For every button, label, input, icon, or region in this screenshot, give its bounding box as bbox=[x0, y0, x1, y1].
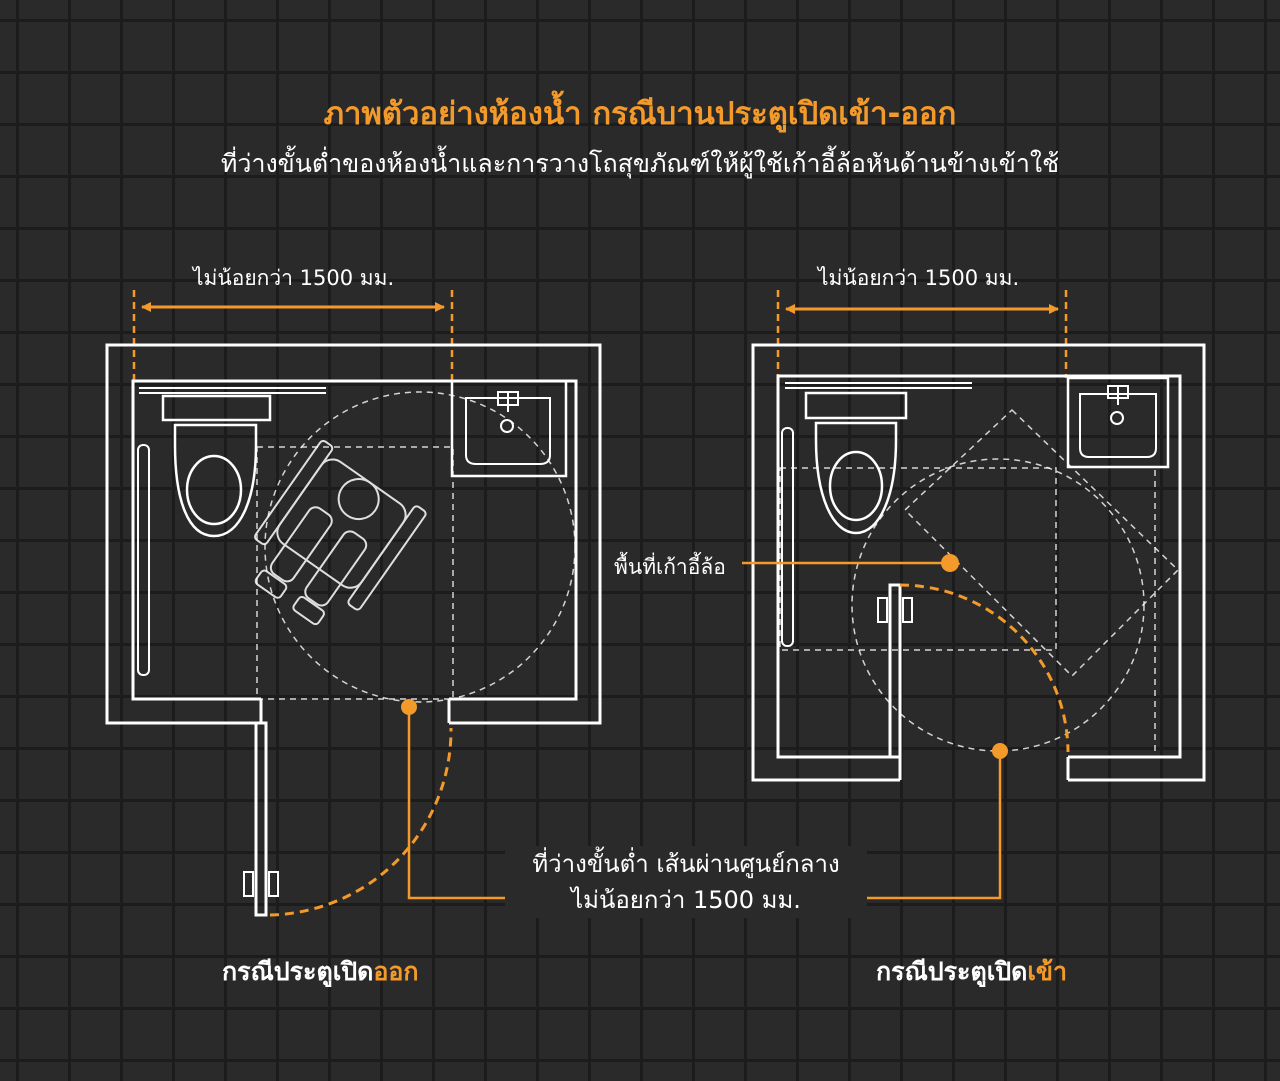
sink-cabinet bbox=[450, 379, 568, 478]
grab-bar-back bbox=[139, 387, 326, 394]
wheelchair-space bbox=[256, 446, 454, 700]
plan-door-in bbox=[742, 290, 1206, 900]
toilet-seat bbox=[814, 421, 898, 535]
caption-highlight: ออก bbox=[373, 957, 419, 986]
door-swing-arc bbox=[269, 727, 453, 917]
wall-outer bbox=[751, 343, 1206, 782]
door-leaf bbox=[254, 721, 268, 917]
turning-note-line1: ที่ว่างขั้นต่ำ เส้นผ่านศูนย์กลาง bbox=[532, 850, 840, 878]
toilet-tank bbox=[161, 394, 272, 422]
wall-outer bbox=[105, 343, 602, 725]
caption-door-in: กรณีประตูเปิดเข้า bbox=[876, 952, 1067, 992]
caption-door-out: กรณีประตูเปิดออก bbox=[222, 952, 419, 992]
turning-circle bbox=[851, 458, 1145, 752]
caption-highlight: เข้า bbox=[1027, 957, 1068, 986]
caption-prefix: กรณีประตูเปิด bbox=[222, 957, 374, 986]
wheelchair-area-label: พื้นที่เก้าอี้ล้อ bbox=[614, 555, 726, 579]
wall-inner bbox=[131, 379, 578, 701]
turning-circle bbox=[264, 391, 576, 703]
page-subtitle: ที่ว่างขั้นต่ำของห้องน้ำและการวางโถสุขภั… bbox=[220, 149, 1060, 178]
sink-drain bbox=[1110, 411, 1124, 425]
sink-cabinet bbox=[1066, 376, 1170, 469]
door-leaf bbox=[888, 583, 902, 759]
page-title: ภาพตัวอย่างห้องน้ำ กรณีบานประตูเปิดเข้า-… bbox=[323, 96, 957, 132]
door-handle bbox=[902, 597, 913, 623]
door-handle bbox=[243, 871, 254, 897]
wall-inner bbox=[776, 374, 1182, 759]
grab-bar-side bbox=[137, 444, 150, 676]
sink-basin bbox=[1079, 393, 1157, 458]
wheelchair-space bbox=[779, 467, 1057, 651]
caption-prefix: กรณีประตูเปิด bbox=[876, 957, 1028, 986]
grab-bar-side bbox=[781, 427, 794, 647]
grab-bar-back bbox=[785, 382, 972, 389]
door-handle bbox=[268, 871, 279, 897]
door-handle bbox=[877, 597, 888, 623]
turning-space-note: ที่ว่างขั้นต่ำ เส้นผ่านศูนย์กลาง ไม่น้อย… bbox=[505, 846, 867, 918]
toilet-bowl bbox=[185, 454, 243, 526]
sink-drain bbox=[500, 419, 514, 433]
door-swing-arc bbox=[899, 583, 1070, 753]
sink-faucet bbox=[497, 391, 519, 412]
plan-door-out bbox=[105, 290, 602, 917]
turning-note-line2: ไม่น้อยกว่า 1500 มม. bbox=[571, 886, 801, 914]
toilet-seat bbox=[173, 423, 258, 538]
sink-basin bbox=[465, 397, 551, 465]
turning-leader-right bbox=[832, 751, 1002, 900]
wheelchair-user-icon bbox=[254, 439, 427, 626]
sink-faucet bbox=[1107, 385, 1129, 405]
dimension-label-left: ไม่น้อยกว่า 1500 มม. bbox=[193, 266, 395, 290]
wheelchair-footprint bbox=[903, 408, 1180, 678]
toilet-tank bbox=[804, 391, 908, 420]
toilet-bowl bbox=[828, 450, 884, 522]
dimension-label-right: ไม่น้อยกว่า 1500 มม. bbox=[818, 266, 1020, 290]
